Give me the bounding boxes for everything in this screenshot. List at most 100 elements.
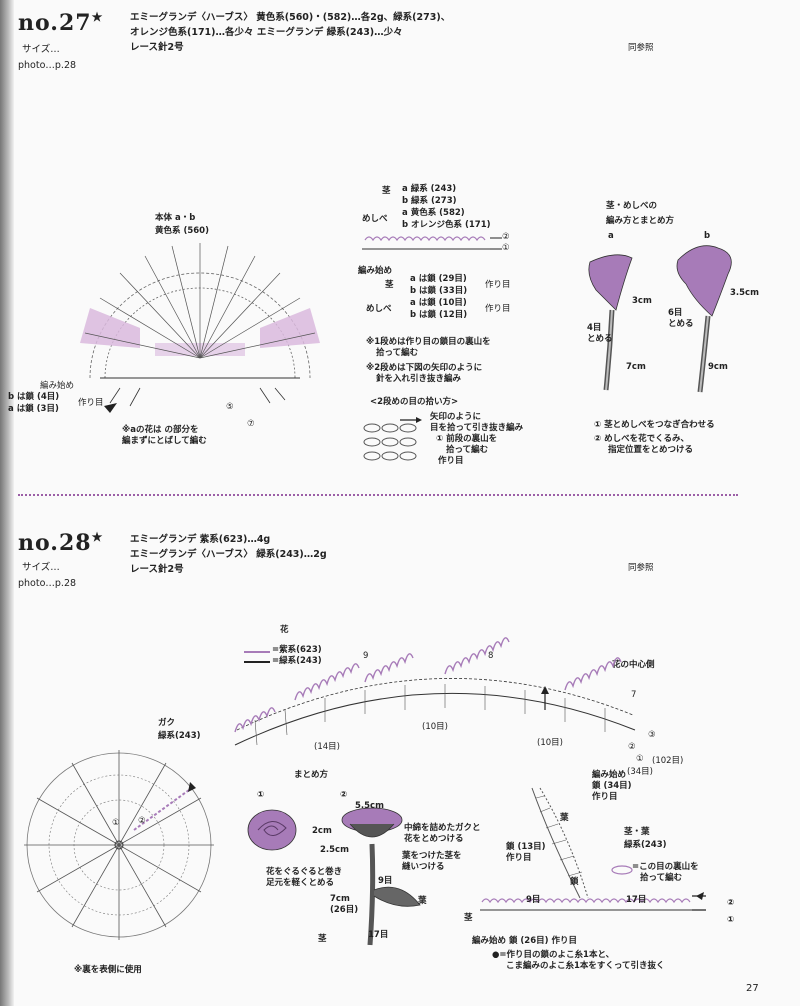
- calyx-note: ※裏を表側に使用: [74, 965, 142, 975]
- assembly27-a-3cm: 3cm: [632, 296, 652, 306]
- assembly28-seventeen: 17目: [368, 930, 389, 940]
- assembly27-a-4: 4目とめる: [587, 323, 613, 344]
- pattern-28-ref: 同参照: [628, 563, 654, 573]
- assembly28-nine: 9目: [378, 876, 393, 886]
- legend-row-1: ①: [502, 243, 510, 253]
- pattern-27-ref: 同参照: [628, 43, 654, 53]
- legend-pistil-row-a: a は鎖 (10目): [410, 298, 467, 308]
- legend-stem-label: 茎: [382, 186, 391, 196]
- flower-center-side: 花の中心側: [612, 660, 655, 670]
- legend-pistil-row-b: b は鎖 (12目): [410, 310, 468, 320]
- assembly27-flower-b: [676, 245, 732, 393]
- flower-ten-a: (10目): [422, 722, 448, 732]
- stem-chain-label: 鎖: [570, 877, 579, 887]
- stem-leaf-color: 緑系(243): [624, 840, 667, 850]
- flower-legend-lines: [244, 651, 270, 663]
- stem-row-1: ①: [727, 915, 735, 925]
- section-divider: [18, 494, 738, 496]
- calyx-row-2: ②: [138, 816, 146, 826]
- calyx-circle-chart: [24, 750, 214, 940]
- flower-ten-b: (10目): [537, 738, 563, 748]
- legend-chain-row: [362, 236, 502, 250]
- assembly27-b-9cm: 9cm: [708, 362, 728, 372]
- legend-stem-row-label: 茎: [385, 280, 394, 290]
- flower-total: (102目): [652, 756, 684, 766]
- assembly27-b-35cm: 3.5cm: [730, 288, 759, 298]
- pattern-28-materials: エミーグランデ 紫系(623)…4g エミーグランデ〈ハーブス〉 緑系(243)…: [130, 534, 327, 575]
- calyx-row-1: ①: [112, 818, 120, 828]
- body-color: 黄色系 (560): [155, 226, 209, 236]
- assembly27-step-1: ① 茎とめしべをつなぎ合わせる: [594, 420, 715, 430]
- stem-row-2: ②: [727, 898, 735, 908]
- assembly28-title: まとめ方: [294, 770, 329, 780]
- assembly28-rolled-rose: [247, 809, 297, 851]
- flower-title: 花: [280, 625, 289, 635]
- legend-start: 編み始め: [358, 266, 393, 276]
- stem-label: 茎: [464, 913, 473, 923]
- flower-eight: 8: [488, 651, 494, 661]
- assembly27-step-2: ② めしべを花でくるみ、指定位置をとめつける: [594, 434, 694, 455]
- book-spine-shadow: [0, 0, 14, 1006]
- legend-note-2: ※2段めは下図の矢印のように針を入れ引き抜き編み: [366, 363, 483, 384]
- legend-pistil-row-label: めしべ: [366, 304, 392, 314]
- body-a-chain: a は鎖 (3目): [8, 404, 59, 414]
- pickup-back-note: ① 前段の裏山を拾って編む: [436, 434, 498, 455]
- assembly28-fill-note: 中綿を詰めたガクと花をとめつける: [404, 823, 481, 844]
- page-number: 27: [746, 983, 759, 994]
- assembly27-a: a: [608, 231, 614, 241]
- pattern-27-size: サイズ…: [22, 44, 60, 55]
- legend-stem-row-a: a は鎖 (29目): [410, 274, 467, 284]
- body-foundation: 作り目: [78, 398, 104, 408]
- stem-leaf-heading: 茎・葉: [624, 827, 650, 837]
- assembly27-a-7cm: 7cm: [626, 362, 646, 372]
- stem-leaf-label: 葉: [560, 813, 569, 823]
- flower-row-1: ①: [636, 754, 644, 764]
- pickup-arrow-note: 矢印のように目を拾って引き抜き編み: [430, 412, 524, 433]
- stem-nine: 9目: [526, 895, 541, 905]
- assembly28-h25: 2.5cm: [320, 845, 349, 855]
- pattern-28-number: no.28★: [18, 530, 104, 556]
- legend-stem-row-b: b は鎖 (33目): [410, 286, 468, 296]
- calyx-title: ガク: [158, 718, 176, 728]
- calyx-color: 緑系(243): [158, 731, 201, 741]
- body-row-7: ⑦: [247, 419, 255, 429]
- body-row-5: ⑤: [226, 402, 234, 412]
- assembly28-leaf-note: 葉をつけた茎を縫いつける: [402, 851, 462, 872]
- pickup-foundation: 作り目: [438, 456, 464, 466]
- body-b-chain: b は鎖 (4目): [8, 392, 60, 402]
- assembly27-b-6: 6目とめる: [668, 308, 694, 329]
- pattern-28-photo: photo…p.28: [18, 578, 77, 589]
- stem-seventeen: 17目: [626, 895, 647, 905]
- flower-legend-purple: =紫系(623): [272, 645, 322, 655]
- assembly28-stem: 茎: [318, 934, 327, 944]
- body-start: 編み始め: [40, 381, 75, 391]
- stem-leaf-chart: [480, 787, 706, 911]
- assembly28-seven: 7cm(26目): [330, 894, 359, 915]
- assembly28-leaf: 葉: [418, 896, 427, 906]
- legend-stem-b: b 緑系 (273): [402, 196, 457, 206]
- legend-pistil-label: めしべ: [362, 214, 388, 224]
- legend-foundation-1: 作り目: [485, 280, 511, 290]
- assembly28-step1-note: 花をぐるぐると巻き足元を軽くとめる: [266, 867, 343, 888]
- flower-r34: (34目): [627, 767, 653, 777]
- stem-start: 編み始め 鎖 (26目) 作り目: [472, 936, 577, 946]
- flower-row-2: ②: [628, 742, 636, 752]
- flower-fourteen: (14目): [314, 742, 340, 752]
- flower-legend-green: =緑系(243): [272, 656, 322, 666]
- pattern-28-size: サイズ…: [22, 562, 60, 573]
- pattern-27-photo: photo…p.28: [18, 60, 77, 71]
- pattern-27-materials: エミーグランデ〈ハーブス〉 黄色系(560)・(582)…各2g、緑系(273)…: [130, 12, 451, 53]
- flower-seven: 7: [631, 690, 637, 700]
- assembly27-b: b: [704, 231, 711, 241]
- pattern-27-number: no.27★: [18, 10, 104, 36]
- assembly28-h2: 2cm: [312, 826, 332, 836]
- assembly28-finished-rose: [341, 807, 421, 946]
- assembly28-w55: 5.5cm: [355, 801, 384, 811]
- assembly28-step-2: ②: [340, 790, 348, 800]
- legend-pistil-a: a 黄色系 (582): [402, 208, 465, 218]
- assembly27-title: 茎・めしべの編み方とまとめ方: [606, 201, 675, 226]
- assembly28-step-1: ①: [257, 790, 265, 800]
- legend-note-1: ※1段めは作り目の鎖目の裏山を拾って編む: [366, 337, 491, 358]
- stem-back-note: =この目の裏山を拾って編む: [632, 862, 699, 883]
- pickup-diagram: [363, 417, 422, 461]
